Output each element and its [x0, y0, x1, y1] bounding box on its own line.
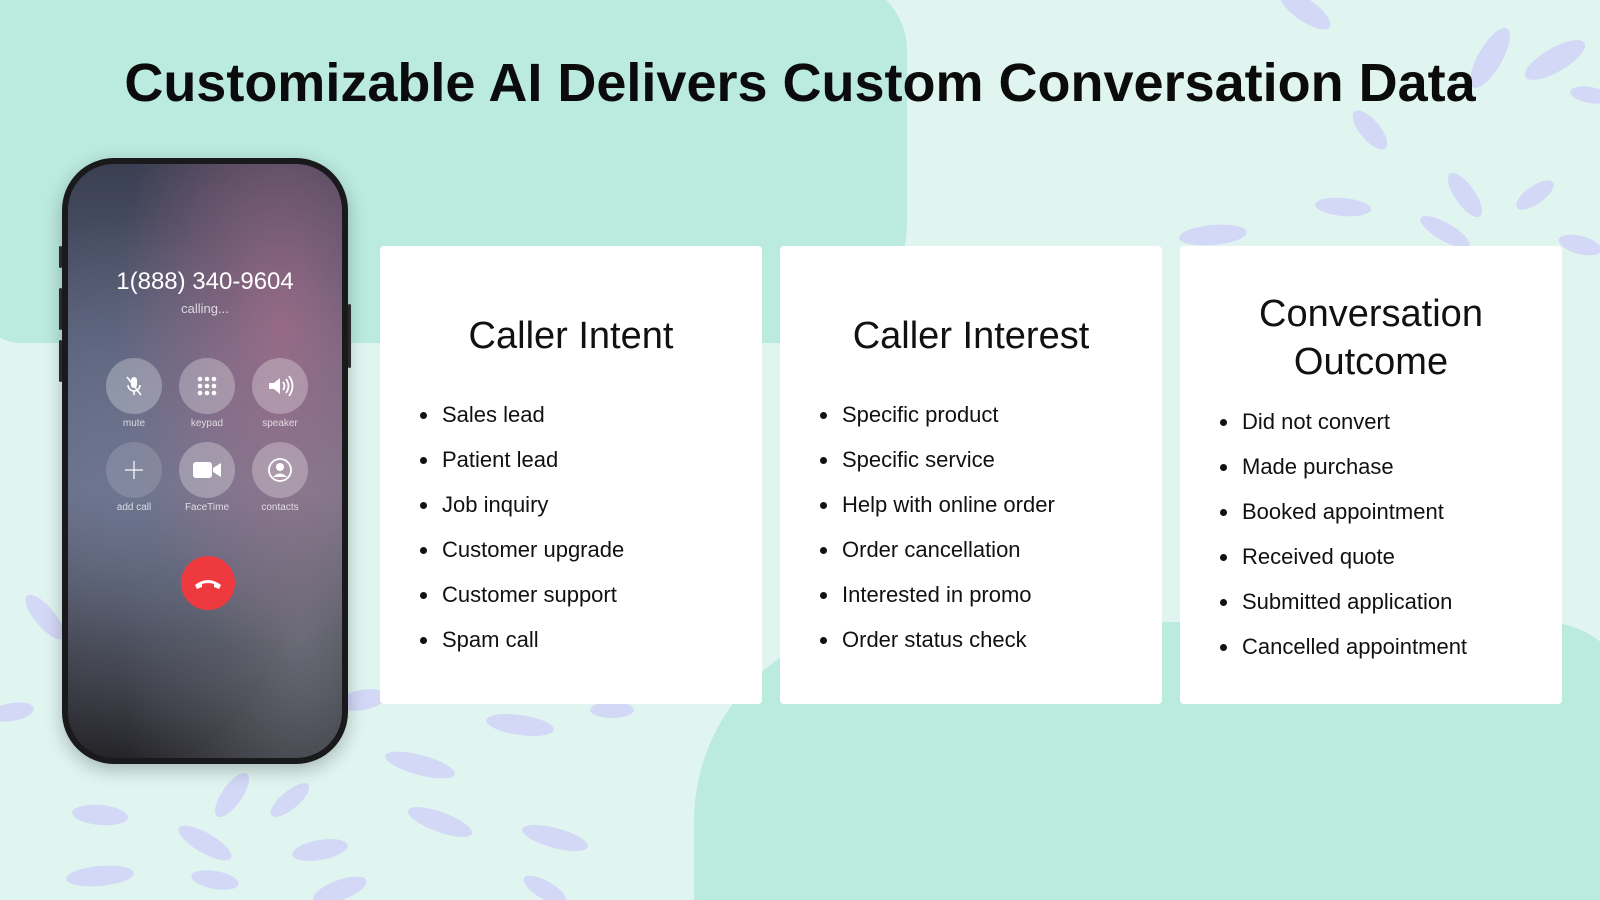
card-title-caller-interest: Caller Interest — [852, 315, 1090, 357]
list-item: Submitted application — [1220, 579, 1467, 624]
mute-label: mute — [122, 418, 146, 429]
caller-interest-list: Specific product Specific service Help w… — [820, 392, 1055, 662]
list-item: Did not convert — [1220, 399, 1467, 444]
list-item: Customer upgrade — [420, 527, 624, 572]
add-call-button[interactable] — [106, 442, 162, 498]
list-item: Cancelled appointment — [1220, 624, 1467, 669]
mic-off-icon — [126, 376, 142, 396]
list-item: Spam call — [420, 617, 624, 662]
list-item: Specific product — [820, 392, 1055, 437]
card-caller-interest: Caller Interest Specific product Specifi… — [780, 246, 1162, 704]
list-item: Order status check — [820, 617, 1055, 662]
contacts-label: contacts — [261, 502, 299, 513]
speaker-icon — [269, 375, 294, 397]
list-item: Specific service — [820, 437, 1055, 482]
mute-button[interactable] — [106, 358, 162, 414]
contacts-button[interactable] — [252, 442, 308, 498]
card-title-caller-intent: Caller Intent — [468, 315, 674, 357]
keypad-icon — [197, 376, 217, 396]
list-item: Job inquiry — [420, 482, 624, 527]
list-item: Made purchase — [1220, 444, 1467, 489]
end-call-icon — [195, 580, 221, 589]
list-item: Booked appointment — [1220, 489, 1467, 534]
video-icon — [193, 462, 221, 478]
list-item: Help with online order — [820, 482, 1055, 527]
keypad-button[interactable] — [179, 358, 235, 414]
speaker-label: speaker — [262, 418, 298, 429]
phone-number: 1(888) 340-9604 — [116, 268, 294, 295]
call-status: calling... — [181, 301, 229, 316]
list-item: Received quote — [1220, 534, 1467, 579]
add-call-label: add call — [116, 502, 152, 513]
list-item: Interested in promo — [820, 572, 1055, 617]
facetime-label: FaceTime — [184, 502, 230, 513]
list-item: Customer support — [420, 572, 624, 617]
end-call-button[interactable] — [181, 556, 235, 610]
conversation-outcome-list: Did not convert Made purchase Booked app… — [1220, 399, 1467, 669]
page-headline: Customizable AI Delivers Custom Conversa… — [124, 53, 1476, 113]
card-title-line: Outcome — [1293, 341, 1449, 383]
list-item: Patient lead — [420, 437, 624, 482]
keypad-label: keypad — [190, 418, 224, 429]
list-item: Sales lead — [420, 392, 624, 437]
phone-screen: 1(888) 340-9604 calling... mute keypad — [68, 164, 342, 758]
card-title-line: Conversation — [1259, 293, 1483, 335]
card-title-conversation-outcome: Conversation Outcome — [1180, 290, 1562, 386]
speaker-button[interactable] — [252, 358, 308, 414]
card-conversation-outcome: Conversation Outcome Did not convert Mad… — [1180, 246, 1562, 704]
facetime-button[interactable] — [179, 442, 235, 498]
plus-icon — [125, 461, 143, 479]
list-item: Order cancellation — [820, 527, 1055, 572]
contact-icon — [268, 458, 292, 482]
caller-intent-list: Sales lead Patient lead Job inquiry Cust… — [420, 392, 624, 662]
card-caller-intent: Caller Intent Sales lead Patient lead Jo… — [380, 246, 762, 704]
phone-mockup: 1(888) 340-9604 calling... mute keypad — [59, 158, 351, 764]
